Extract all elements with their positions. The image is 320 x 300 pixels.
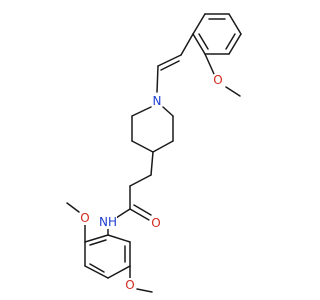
amine-nitrogen-label: N — [150, 94, 164, 108]
bond-layer — [66, 13, 242, 293]
bond-inner — [225, 33, 236, 50]
atom-label-layer: N O O NH O O — [78, 73, 225, 292]
bond — [156, 65, 159, 93]
bond — [131, 106, 152, 117]
bond — [225, 86, 241, 97]
molecule-structure-diagram: N O O NH O O — [66, 13, 242, 293]
bond — [129, 174, 152, 187]
bond — [162, 106, 174, 117]
bond — [136, 288, 153, 293]
ortho-ome-o-text: O — [80, 211, 89, 225]
bond-inner — [160, 60, 180, 71]
amine-n-text: N — [153, 94, 162, 108]
bond — [84, 234, 109, 243]
bond — [228, 33, 242, 55]
bond — [152, 140, 174, 153]
para-ome-o-text: O — [125, 278, 134, 292]
bond — [66, 202, 80, 213]
ortho-methoxy-oxygen-label: O — [78, 211, 92, 225]
aryl-ome-o-text: O — [213, 73, 222, 87]
bond — [131, 140, 154, 153]
bond — [107, 265, 131, 279]
bond — [157, 54, 182, 67]
bond — [180, 33, 194, 56]
amide-nh-label: NH — [99, 215, 117, 229]
bond — [192, 13, 206, 35]
bond — [228, 13, 242, 35]
bond — [84, 265, 109, 279]
amide-nh-text: NH — [99, 215, 117, 229]
aryl-methoxy-oxygen-label: O — [211, 73, 225, 87]
bond — [115, 208, 131, 219]
bond-inner — [198, 33, 209, 50]
para-methoxy-oxygen-label: O — [123, 278, 137, 292]
bond-inner — [89, 239, 107, 246]
carbonyl-oxygen-label: O — [149, 216, 163, 230]
bond — [107, 234, 131, 243]
bond — [192, 33, 206, 55]
bond — [204, 53, 215, 75]
bond — [129, 208, 150, 221]
bond-inner — [89, 263, 105, 273]
carbonyl-o-text: O — [151, 216, 160, 230]
bond — [133, 204, 152, 216]
bond — [150, 151, 154, 176]
